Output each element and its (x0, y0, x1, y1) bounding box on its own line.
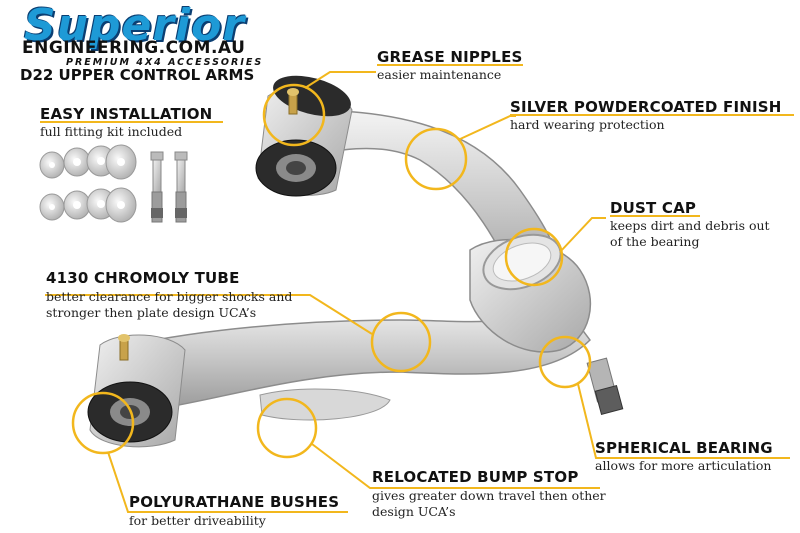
feature-title-chromoly-tube: 4130 CHROMOLY TUBE (46, 269, 240, 287)
bolt-right (174, 151, 188, 223)
feature-title-bushes: POLYURATHANE BUSHES (129, 493, 340, 511)
feature-desc-dust-cap-2: of the bearing (610, 234, 700, 249)
feature-title-easy-installation: EASY INSTALLATION (40, 105, 213, 123)
brand-tagline: PREMIUM 4X4 ACCESSORIES (66, 57, 264, 68)
feature-desc-spherical-bearing: allows for more articulation (595, 458, 772, 473)
feature-desc-chromoly-tube-1: better clearance for bigger shocks and (46, 289, 293, 304)
feature-desc-bump-stop-1: gives greater down travel then other (372, 488, 606, 503)
feature-rule (377, 64, 523, 66)
feature-rule (610, 215, 700, 217)
feature-desc-easy-installation: full fitting kit included (40, 124, 183, 139)
feature-title-grease-nipples: GREASE NIPPLES (377, 48, 523, 66)
feature-desc-bushes: for better driveability (129, 513, 266, 528)
feature-rule (510, 114, 794, 116)
feature-desc-dust-cap-1: keeps dirt and debris out (610, 218, 770, 233)
feature-title-silver-finish: SILVER POWDERCOATED FINISH (510, 98, 782, 116)
feature-rule (40, 121, 223, 123)
feature-title-bump-stop: RELOCATED BUMP STOP (372, 468, 579, 486)
feature-desc-chromoly-tube-2: stronger then plate design UCA’s (46, 305, 257, 320)
control-arm (87, 75, 624, 448)
highlight-circles (71, 83, 592, 459)
feature-desc-silver-finish: hard wearing protection (510, 117, 665, 132)
feature-desc-bump-stop-2: design UCA’s (372, 504, 456, 519)
bolt-left (150, 151, 164, 223)
brand-site: ENGINEERING.COM.AU (22, 38, 246, 58)
feature-title-spherical-bearing: SPHERICAL BEARING (595, 439, 773, 457)
washer-set-bottom (39, 187, 137, 223)
fitting-kit (39, 144, 188, 223)
feature-desc-grease-nipples: easier maintenance (377, 67, 502, 82)
brand-logo: Superior (24, 0, 246, 51)
feature-title-dust-cap: DUST CAP (610, 199, 697, 217)
product-title: D22 UPPER CONTROL ARMS (20, 66, 255, 84)
washer-set-top (39, 144, 137, 180)
leader-lines (45, 71, 790, 513)
